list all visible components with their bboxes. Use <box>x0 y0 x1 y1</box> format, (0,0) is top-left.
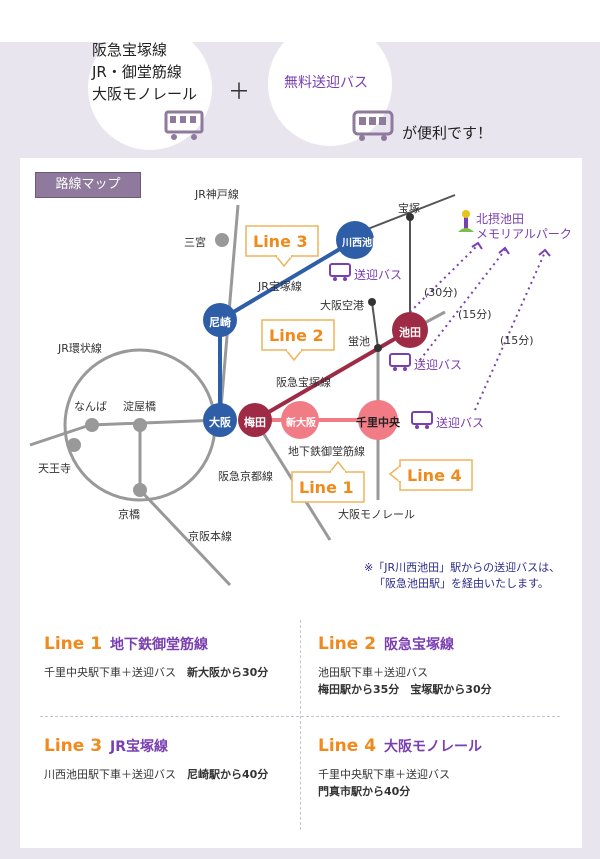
label-hankyu-takarazuka: 阪急宝塚線 <box>276 376 331 389</box>
callout-text-line4: Line 4 <box>407 466 462 485</box>
station-label: 尼崎 <box>209 316 231 329</box>
label-namba: なんば <box>74 400 107 413</box>
map-note: ※「JR川西池田」駅からの送迎バスは、 「阪急池田駅」を経由いたします。 <box>364 561 561 590</box>
free-bus-label: 無料送迎バス <box>284 75 368 91</box>
train-icon <box>164 110 204 140</box>
callout-text-line1: Line 1 <box>299 478 354 497</box>
hotarugaike-node <box>374 344 382 352</box>
takarazuka-connector <box>354 194 456 235</box>
callout-line3 <box>245 225 319 268</box>
label-bus-1: 送迎バス <box>354 268 403 282</box>
label-hotarugaike: 蛍池 <box>348 335 370 348</box>
bus-icon-1 <box>329 263 351 281</box>
callout-line2 <box>261 319 335 362</box>
tennoji-node <box>67 438 81 452</box>
label-airport: 大阪空港 <box>320 299 364 312</box>
lines-circle <box>88 26 212 150</box>
label-takarazuka: 宝塚 <box>398 202 420 215</box>
bus-icon-3 <box>411 411 433 429</box>
label-park-1: 北摂池田 <box>476 212 525 226</box>
airport-node <box>368 298 376 306</box>
label-kyobashi: 京橋 <box>118 508 140 521</box>
route-map <box>29 194 551 587</box>
label-midosuji: 地下鉄御堂筋線 <box>288 445 365 458</box>
line-name: JR・御堂筋線 <box>92 63 182 81</box>
station-ikeda <box>392 312 428 348</box>
label-keihan: 京阪本線 <box>188 530 232 543</box>
info-line2-text: 池田駅下車＋送迎バス梅田駅から35分 宝塚駅から30分 <box>318 666 492 696</box>
park-icon <box>458 210 474 232</box>
station-label: 川西池田 <box>342 238 382 249</box>
station-kawanishi <box>336 221 374 259</box>
jr-takarazuka-line <box>218 238 357 322</box>
station-amagasaki <box>203 303 237 337</box>
label-sannomiya: 三宮 <box>184 236 206 249</box>
namba-node <box>85 418 99 432</box>
line-name: 阪急宝塚線 <box>92 41 168 59</box>
label-jr-kobe: JR神戸線 <box>195 188 239 201</box>
airport-line <box>371 301 379 349</box>
line-name: 大阪モノレール <box>92 85 198 103</box>
station-senrichuo <box>358 400 398 440</box>
info-line1-text: 千里中央駅下車＋送迎バス 新大阪から30分 <box>44 666 269 679</box>
info-divider-vertical <box>300 620 301 830</box>
label-time-1: (30分) <box>424 286 458 299</box>
map-title: 路線マップ <box>35 172 141 198</box>
hankyu-takarazuka-line <box>253 328 412 422</box>
station-label: 池田 <box>399 326 421 339</box>
label-yodoyabashi: 淀屋橋 <box>123 400 156 413</box>
label-jr-loop: JR環状線 <box>58 342 102 355</box>
station-umeda <box>238 403 272 437</box>
station-label: 新大阪 <box>286 418 316 429</box>
tagline: が便利です！ <box>402 124 493 142</box>
bus-icon <box>352 110 394 141</box>
kyobashi-node <box>133 483 147 497</box>
station-osaka <box>203 403 237 437</box>
bus-route-3 <box>474 251 546 411</box>
bus-route-2 <box>419 249 506 361</box>
label-hankyu-kyoto: 阪急京都線 <box>218 470 273 483</box>
label-park-2: メモリアルパーク <box>476 227 572 241</box>
yodoyabashi-node <box>133 418 147 432</box>
label-time-2: (15分) <box>458 308 492 321</box>
callout-line1 <box>291 460 365 503</box>
label-bus-3: 送迎バス <box>436 416 485 430</box>
callout-text-line3: Line 3 <box>253 232 308 251</box>
label-tennoji: 天王寺 <box>38 462 71 475</box>
label-time-3: (15分) <box>500 334 534 347</box>
station-label: 千里中央 <box>356 416 400 429</box>
station-label: 大阪 <box>209 416 231 429</box>
info-line4-text: 千里中央駅下車＋送迎バス門真市駅から40分 <box>318 768 450 798</box>
info-line3-text: 川西池田駅下車＋送迎バス 尼崎駅から40分 <box>44 768 269 781</box>
tennoji-line <box>29 423 91 447</box>
keihan-line <box>138 488 232 587</box>
info-divider-horizontal <box>40 716 560 717</box>
callout-text-line2: Line 2 <box>269 326 324 345</box>
bus-route-1 <box>409 244 479 313</box>
label-monorail: 大阪モノレール <box>338 508 415 521</box>
sannomiya-node <box>215 233 229 247</box>
bus-circle <box>268 22 392 146</box>
label-jr-takarazuka: JR宝塚線 <box>258 280 302 293</box>
midosuji-south-line <box>89 418 221 427</box>
station-label: 梅田 <box>244 416 266 429</box>
station-shinosaka <box>281 401 319 439</box>
plus-sign: ＋ <box>228 80 251 105</box>
label-bus-2: 送迎バス <box>414 358 463 372</box>
takarazuka-node <box>406 213 414 221</box>
bus-icon-2 <box>389 353 411 371</box>
callout-line4 <box>388 459 473 491</box>
